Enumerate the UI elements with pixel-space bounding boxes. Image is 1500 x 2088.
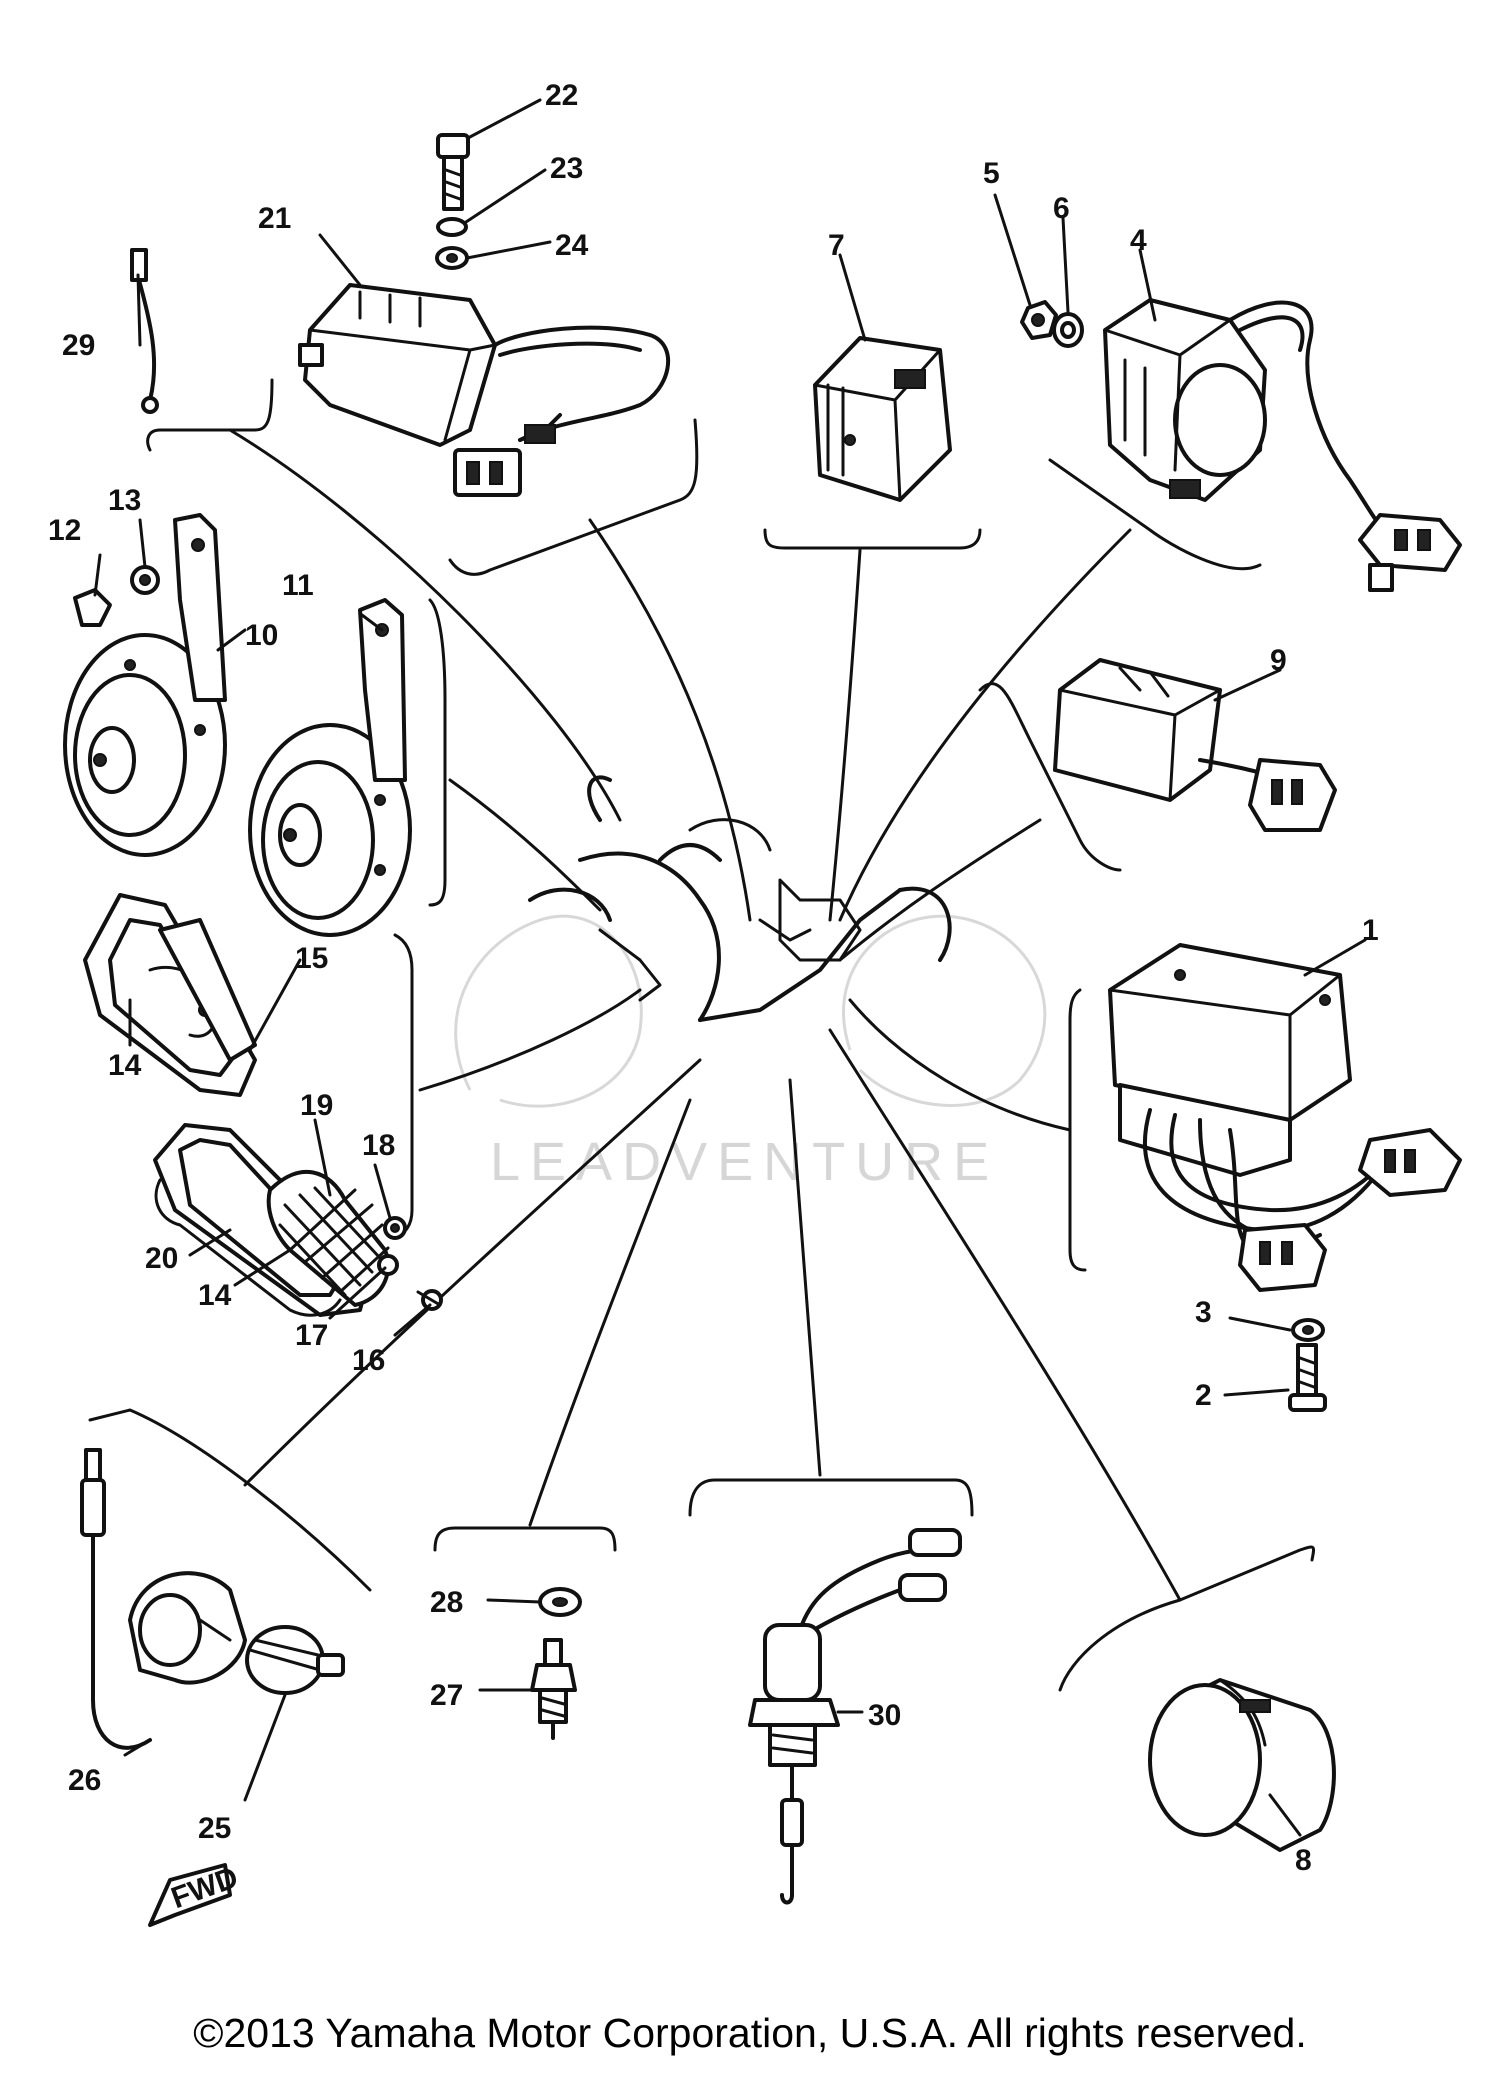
regulator-1 <box>1108 943 1462 1292</box>
callout-26: 26 <box>68 1764 101 1797</box>
callout-28: 28 <box>430 1586 463 1619</box>
fwd-arrow: FWD <box>148 1861 242 1927</box>
bolt-22 <box>436 133 470 211</box>
lead-wire-26 <box>80 1448 247 1750</box>
callout-19: 19 <box>300 1089 333 1122</box>
callout-20: 20 <box>145 1242 178 1275</box>
callout-21: 21 <box>258 202 291 235</box>
callout-7: 7 <box>828 229 845 262</box>
lamp-housing-14-upper <box>83 893 257 1097</box>
callout-16: 16 <box>352 1344 385 1377</box>
nut-13 <box>130 565 160 595</box>
callout-1: 1 <box>1362 914 1379 947</box>
washer-24 <box>435 246 469 270</box>
callout-22: 22 <box>545 79 578 112</box>
washer-6 <box>1052 312 1084 348</box>
callout-18: 18 <box>362 1129 395 1162</box>
bolt-12 <box>73 588 112 627</box>
wire-lead-29 <box>130 248 159 414</box>
horn-10 <box>63 513 227 857</box>
lamp-lens-15 <box>158 918 257 1062</box>
callout-leaders <box>93 98 1367 1837</box>
callout-13: 13 <box>108 484 141 517</box>
lamp-gasket-20 <box>154 1178 342 1317</box>
flasher-8 <box>1148 1678 1336 1852</box>
washer-28 <box>538 1587 582 1617</box>
screw-2 <box>1288 1343 1327 1412</box>
spark-plug-27 <box>530 1638 577 1740</box>
sensor-30 <box>748 1528 962 1905</box>
callout-30: 30 <box>868 1699 901 1732</box>
callout-12: 12 <box>48 514 81 547</box>
relay-unit-21 <box>298 283 670 497</box>
svg-text:LEADVENTURE: LEADVENTURE <box>490 1132 999 1192</box>
callout-23: 23 <box>550 152 583 185</box>
callout-9: 9 <box>1270 644 1287 677</box>
callout-10: 10 <box>245 619 278 652</box>
callout-29: 29 <box>62 329 95 362</box>
washer-23 <box>436 217 468 237</box>
control-unit-9 <box>1053 658 1337 832</box>
callout-3: 3 <box>1195 1296 1212 1329</box>
leader-lines <box>228 428 1182 1602</box>
horn-11 <box>248 598 412 937</box>
screw-16 <box>416 1289 443 1311</box>
callout-15: 15 <box>295 942 328 975</box>
callout-numbers: 1 2 3 4 5 6 7 8 9 10 11 12 13 14 14 15 1… <box>48 79 1379 1877</box>
relay-7 <box>813 336 952 502</box>
nut-5 <box>1020 300 1058 340</box>
sensor-switch-25 <box>245 1625 345 1695</box>
callout-14a: 14 <box>108 1049 142 1082</box>
callout-11: 11 <box>282 569 314 602</box>
copyright-notice: ©2013 Yamaha Motor Corporation, U.S.A. A… <box>193 2010 1307 2056</box>
callout-17: 17 <box>295 1319 328 1352</box>
lamp-lens-19 <box>266 1170 391 1307</box>
callout-25: 25 <box>198 1812 231 1845</box>
screw-18 <box>383 1216 407 1240</box>
washer-3 <box>1291 1318 1325 1342</box>
callout-5: 5 <box>983 157 1000 190</box>
callout-27: 27 <box>430 1679 463 1712</box>
callout-4: 4 <box>1130 224 1147 257</box>
flasher-relay-4 <box>1103 298 1462 592</box>
callout-24: 24 <box>555 229 589 262</box>
callout-2: 2 <box>1195 1379 1212 1412</box>
callout-8: 8 <box>1295 1844 1312 1877</box>
callout-6: 6 <box>1053 192 1070 225</box>
callout-14b: 14 <box>198 1279 232 1312</box>
motorcycle-frame-outline: LEADVENTURE <box>454 775 1047 1192</box>
